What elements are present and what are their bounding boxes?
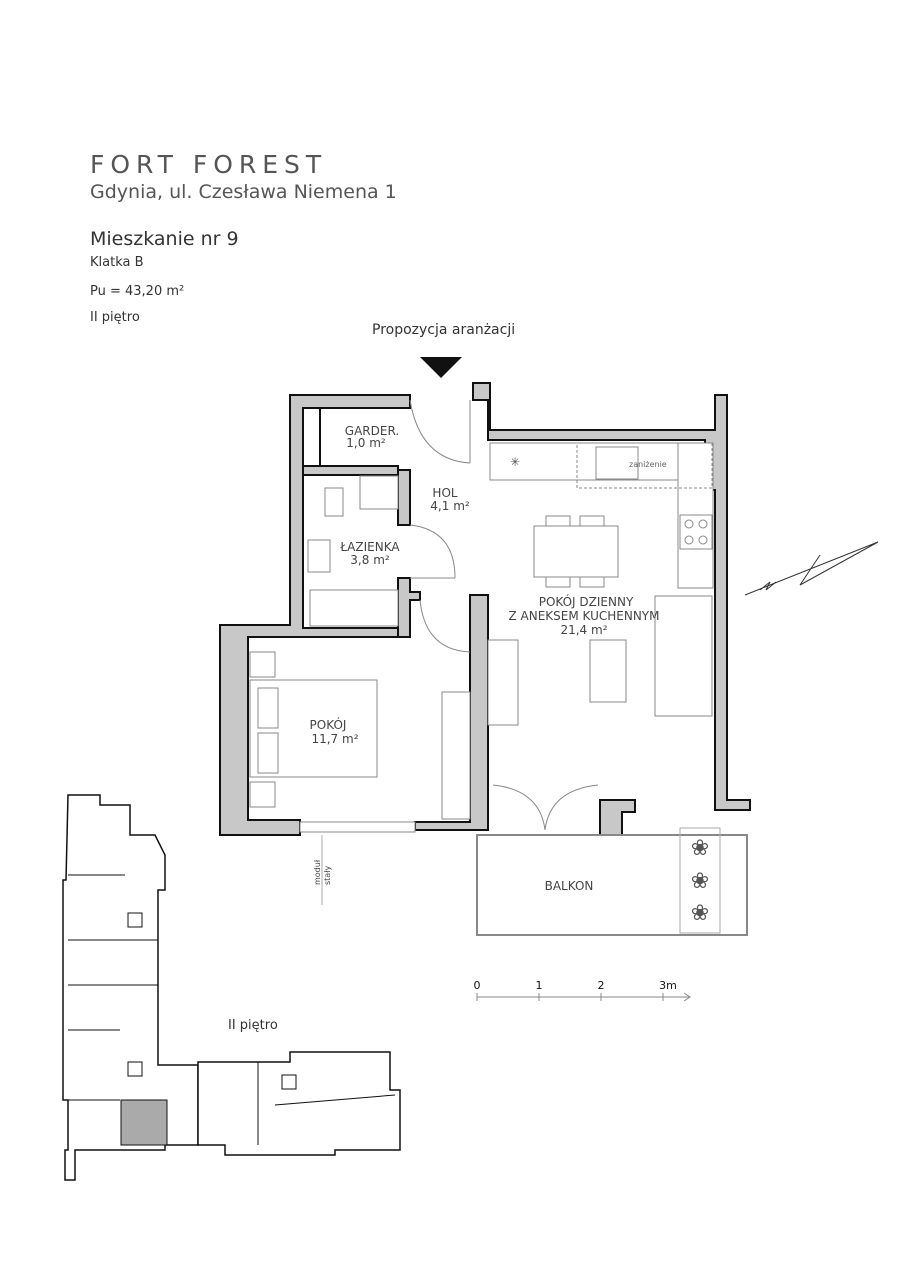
- room-area-bedroom: 11,7 m²: [311, 732, 358, 746]
- room-name-balcony: BALKON: [545, 879, 594, 893]
- room-name-hall: HOL: [432, 486, 457, 500]
- module-label: moduł: [313, 859, 322, 885]
- doors: [409, 399, 599, 831]
- module-label-2: stały: [323, 866, 332, 885]
- room-name-bathroom: ŁAZIENKA: [339, 540, 400, 554]
- floor-level: II piętro: [90, 310, 140, 325]
- room-area-bathroom: 3,8 m²: [350, 553, 390, 567]
- plant-icon: ❀: [691, 869, 709, 894]
- plant-icon: ❀: [691, 901, 709, 926]
- apartment-number: Mieszkanie nr 9: [90, 228, 239, 250]
- kitchen-counter: ✳: [489, 442, 714, 589]
- lowering-label: zaniżenie: [629, 460, 667, 469]
- room-area-living: 21,4 m²: [560, 623, 607, 637]
- entrance-arrow-icon: [420, 357, 462, 378]
- fridge-icon: ✳: [510, 455, 520, 469]
- balcony: ❀ ❀ ❀: [476, 827, 748, 936]
- keyplan-floor-label: II piętro: [228, 1018, 278, 1033]
- address: Gdynia, ul. Czesława Niemena 1: [90, 181, 397, 203]
- key-plan: II piętro: [62, 794, 401, 1181]
- scale-tick: 3m: [659, 979, 677, 992]
- walls: [219, 382, 751, 836]
- room-name-living: POKÓJ DZIENNY: [539, 594, 634, 609]
- scale-tick: 1: [536, 979, 543, 992]
- scale-bar: 0 1 2 3m: [474, 979, 691, 1002]
- scale-tick: 0: [474, 979, 481, 992]
- scale-tick: 2: [598, 979, 605, 992]
- plant-icon: ❀: [691, 836, 709, 861]
- room-name-living-2: Z ANEKSEM KUCHENNYM: [509, 609, 660, 623]
- arrangement-label: Propozycja aranżacji: [372, 322, 516, 338]
- usable-area: Pu = 43,20 m²: [90, 284, 185, 299]
- room-area-wardrobe: 1,0 m²: [346, 436, 386, 450]
- brand-title: FORT FOREST: [90, 150, 328, 179]
- apartment-highlight: [120, 1099, 168, 1146]
- staircase: Klatka B: [90, 255, 144, 270]
- room-area-hall: 4,1 m²: [430, 499, 470, 513]
- furniture: [249, 475, 713, 820]
- north-arrow-icon: [744, 541, 879, 596]
- room-name-wardrobe: GARDER.: [345, 424, 399, 438]
- room-name-bedroom: POKÓJ: [310, 717, 347, 732]
- window: [299, 821, 416, 833]
